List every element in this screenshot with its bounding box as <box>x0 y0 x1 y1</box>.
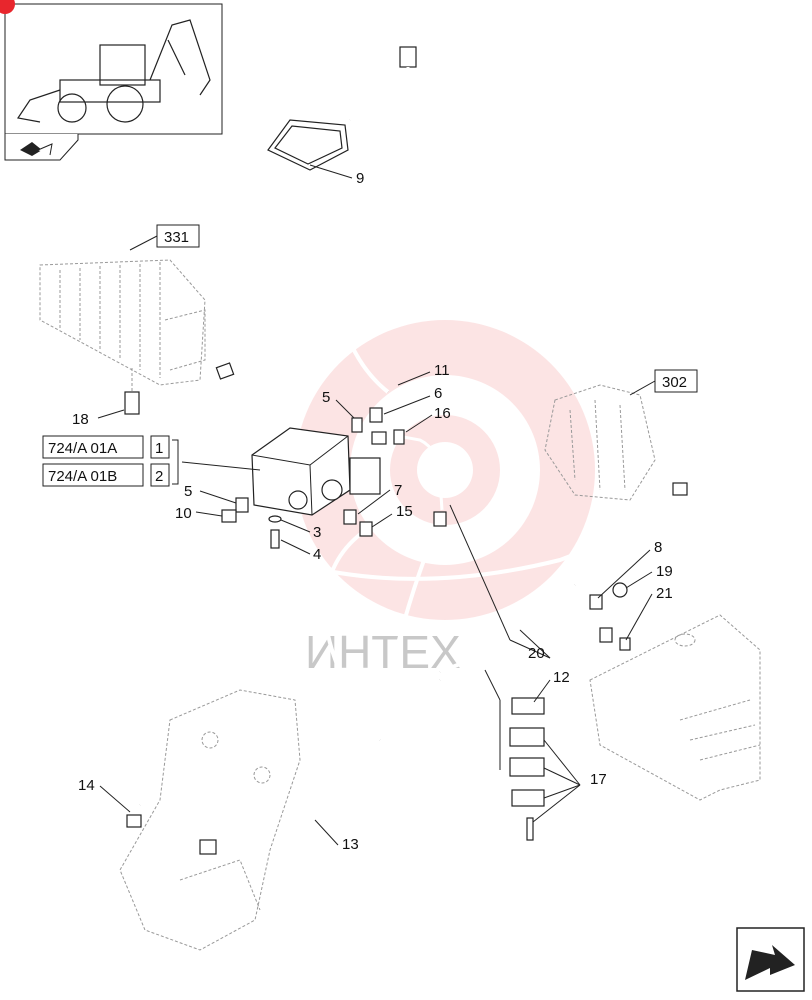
callout-7: 7 <box>394 482 402 499</box>
callout-11: 11 <box>434 362 450 379</box>
callout-10: 10 <box>175 505 192 522</box>
callout-13: 13 <box>342 836 359 853</box>
clamp-parts <box>509 697 545 841</box>
callout-19: 19 <box>656 563 673 580</box>
main-valve-ghost <box>39 259 206 386</box>
callout-14: 14 <box>78 777 95 794</box>
callout-6: 6 <box>434 385 442 402</box>
callout-20: 20 <box>528 645 545 662</box>
callout-724a-01b: 724/A 01B <box>48 468 117 485</box>
callout-2: 2 <box>155 468 163 485</box>
callout-9: 9 <box>356 170 364 187</box>
foot-pedal-part <box>267 46 417 171</box>
callout-5-top: 5 <box>322 389 330 406</box>
callout-17: 17 <box>590 771 607 788</box>
callout-3: 3 <box>313 524 321 541</box>
valve-block-part <box>251 427 381 516</box>
tank-ghost <box>589 614 761 801</box>
status-badge <box>0 0 15 14</box>
watermark-logo <box>295 320 595 620</box>
backhoe-loader-icon <box>16 19 211 123</box>
callout-18: 18 <box>72 411 89 428</box>
callout-16: 16 <box>434 405 451 422</box>
auxiliary-valve-ghost <box>544 384 656 501</box>
callout-1: 1 <box>155 440 163 457</box>
callout-12: 12 <box>553 669 570 686</box>
ref-box-724-a-01a[interactable] <box>42 435 144 459</box>
callout-4: 4 <box>313 546 321 563</box>
next-page-arrow-icon[interactable] <box>736 927 805 992</box>
thumbnail-panel[interactable] <box>0 0 223 161</box>
callout-5-left: 5 <box>184 483 192 500</box>
ref-box-724-a-01b[interactable] <box>42 463 144 487</box>
callout-724a-01a: 724/A 01A <box>48 440 117 457</box>
callout-302: 302 <box>662 374 687 391</box>
callout-21: 21 <box>656 585 673 602</box>
view-arrow-icon <box>20 142 53 156</box>
callout-15: 15 <box>396 503 413 520</box>
plug-part <box>124 368 140 415</box>
callout-8: 8 <box>654 539 662 556</box>
callout-331: 331 <box>164 229 189 246</box>
boom-ghost <box>119 689 301 951</box>
